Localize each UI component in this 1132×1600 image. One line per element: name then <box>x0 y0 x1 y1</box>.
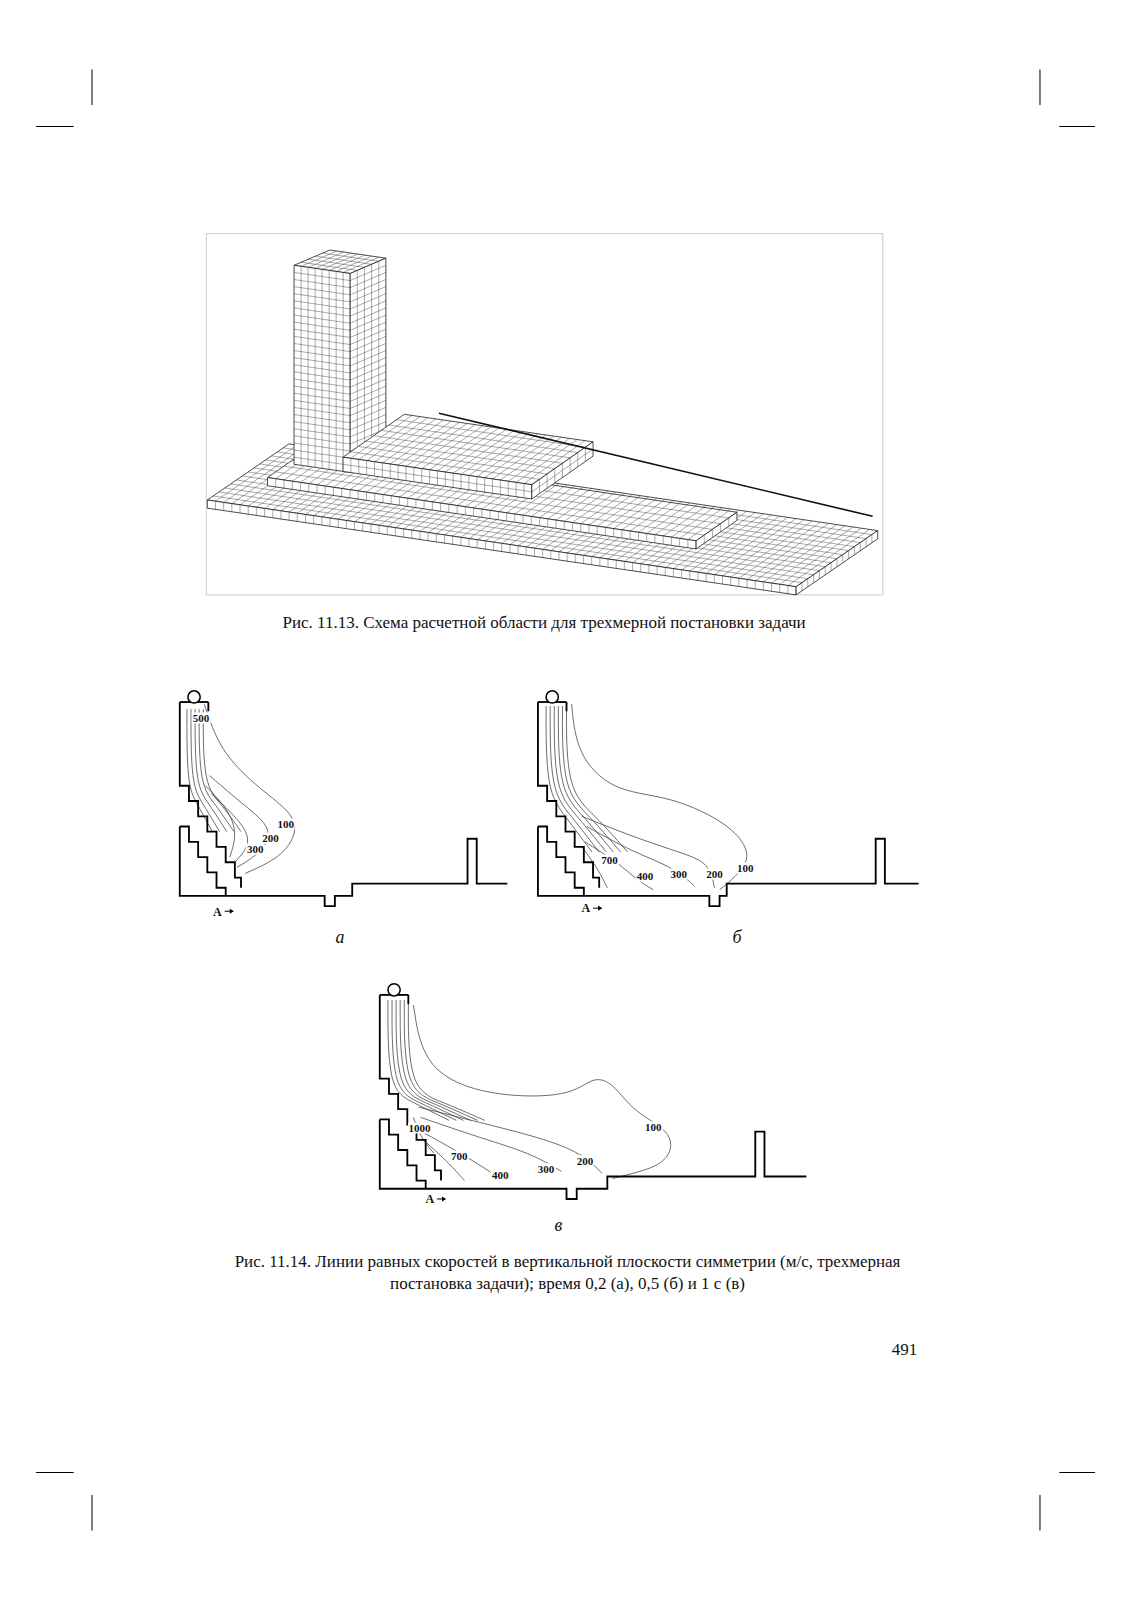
isoline <box>587 827 694 886</box>
crop-mark <box>36 1472 74 1473</box>
contour-value: 400 <box>636 870 655 881</box>
section-mark: A <box>425 1193 434 1205</box>
geometry-outline <box>180 827 226 896</box>
geometry-outline <box>538 702 599 888</box>
section-mark: A <box>213 906 222 918</box>
geometry-outline <box>180 702 241 888</box>
mesh-face <box>343 457 532 499</box>
crop-mark <box>1039 69 1040 105</box>
crop-mark <box>1039 1495 1040 1531</box>
isoline <box>404 1000 477 1120</box>
isoline <box>199 709 234 831</box>
geometry-outline <box>407 995 409 1004</box>
mesh-figure <box>206 234 883 595</box>
contour-lines <box>388 1000 671 1181</box>
geometry-outline <box>180 827 508 907</box>
source-circle <box>188 691 200 703</box>
crop-marks <box>36 69 1095 1530</box>
isoline <box>204 704 294 873</box>
contour-value: 200 <box>576 1155 595 1166</box>
contour-value: 300 <box>670 868 689 879</box>
mesh-face <box>532 442 593 499</box>
section-mark: A <box>582 902 591 914</box>
contour-value: 200 <box>261 833 280 844</box>
figure-frame <box>206 234 883 595</box>
mesh-grid <box>294 266 350 471</box>
geometry-outline <box>538 827 919 907</box>
contour-value: 100 <box>736 862 755 873</box>
isoline <box>582 816 715 887</box>
panel-letter: а <box>335 927 344 948</box>
arrow-head <box>230 909 234 914</box>
geometry-outline <box>380 1119 807 1199</box>
contour-value: 400 <box>491 1169 510 1180</box>
contour-value: 100 <box>644 1121 663 1132</box>
isoline <box>582 847 608 888</box>
source-circle <box>546 691 558 703</box>
mesh-grid <box>343 458 532 498</box>
crop-mark <box>92 1495 93 1531</box>
geometry-outline <box>566 702 568 711</box>
source-circle <box>388 984 400 996</box>
mesh-face <box>796 531 878 595</box>
isoline <box>195 709 227 831</box>
crop-mark <box>1059 126 1095 127</box>
velocity-panel <box>180 691 508 906</box>
mesh-face <box>294 265 350 472</box>
contour-value: 700 <box>450 1151 469 1162</box>
contour-value: 1000 <box>408 1122 432 1133</box>
isoline <box>567 706 628 852</box>
mesh-grid <box>532 447 593 493</box>
isoline <box>419 1107 603 1173</box>
mesh-grid <box>704 518 728 543</box>
contour-value: 200 <box>705 868 724 879</box>
velocity-panel <box>538 691 919 906</box>
crop-mark <box>92 69 93 105</box>
crop-mark <box>36 126 74 127</box>
contour-value: 500 <box>192 712 211 723</box>
geometry-outline <box>207 702 209 711</box>
isoline <box>572 704 747 890</box>
mesh-grid <box>802 535 872 591</box>
contour-lines <box>187 704 295 873</box>
contour-value: 300 <box>537 1163 556 1174</box>
isoline <box>209 776 268 868</box>
isoline <box>211 794 247 862</box>
isoline <box>413 1005 670 1178</box>
figure-caption: Рис. 11.13. Схема расчетной области для … <box>282 613 805 633</box>
contour-value: 100 <box>277 818 296 829</box>
panel-letter: б <box>732 927 741 948</box>
contour-value: 700 <box>600 855 619 866</box>
contour-value: 300 <box>246 844 265 855</box>
geometry-outline <box>380 995 441 1181</box>
channel-line <box>439 413 873 516</box>
contour-lines <box>546 704 747 890</box>
geometry-outline <box>538 827 584 896</box>
velocity-panel <box>380 984 807 1199</box>
arrow-head <box>442 1196 446 1201</box>
isoline <box>203 709 241 831</box>
panel-letter: в <box>554 1214 562 1235</box>
figure-caption: Рис. 11.14. Линии равных скоростей в вер… <box>233 1251 903 1295</box>
page-number: 491 <box>892 1340 918 1360</box>
mesh-face <box>696 512 737 549</box>
isoline <box>408 1000 485 1120</box>
crop-mark <box>1059 1472 1095 1473</box>
arrow-head <box>598 906 602 911</box>
section-arrows <box>225 906 603 1202</box>
